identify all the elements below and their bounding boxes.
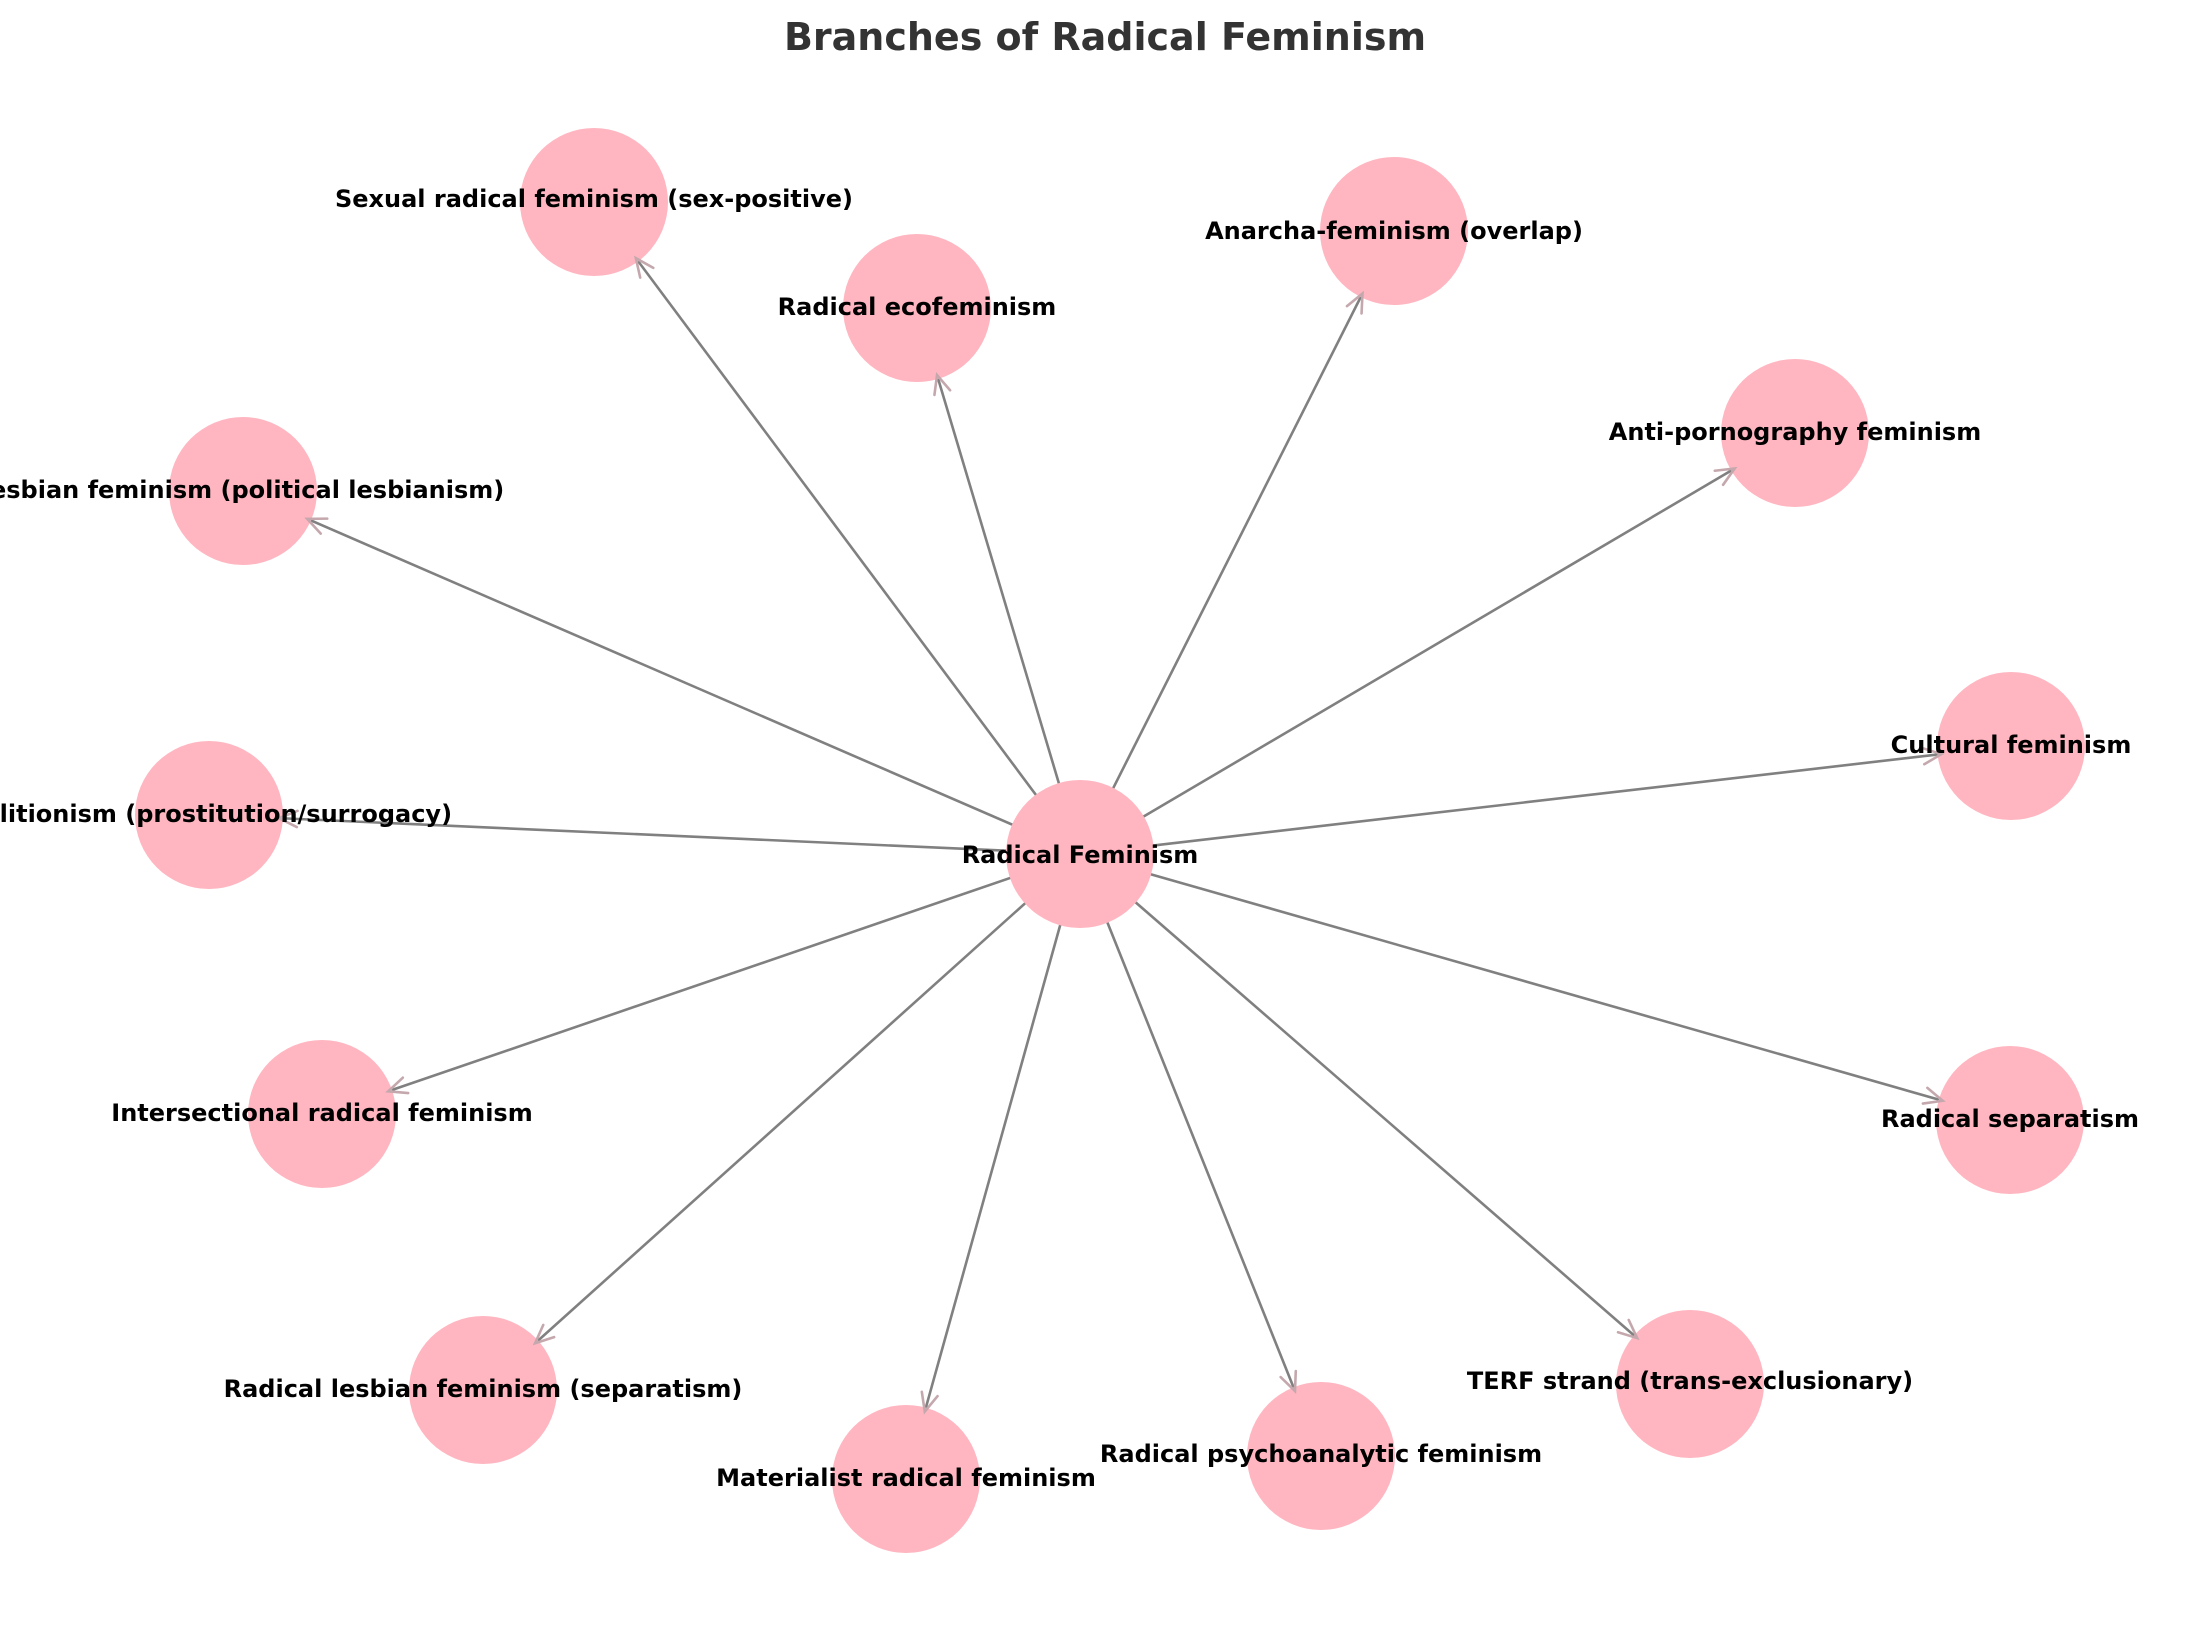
edges-layer xyxy=(278,257,1944,1412)
edge-abolitionism xyxy=(278,816,1013,853)
node-label-sexual-radical: Sexual radical feminism (sex-positive) xyxy=(335,185,853,213)
edge-cultural-feminism xyxy=(1147,752,1942,848)
node-intersectional-radical xyxy=(248,1040,396,1188)
edge-radical-psychoanalytic xyxy=(1104,916,1297,1392)
arrowhead-intersectional-radical xyxy=(385,1076,410,1095)
node-label-abolitionism: bolitionism (prostitution/surrogacy) xyxy=(0,800,452,828)
edge-materialist-radical xyxy=(923,919,1064,1412)
node-label-anarcha-feminism: Anarcha-feminism (overlap) xyxy=(1205,217,1583,245)
node-label-materialist-radical: Materialist radical feminism xyxy=(716,1464,1096,1492)
arrowhead-terf-strand xyxy=(1616,1318,1640,1341)
diagram-title: Branches of Radical Feminism xyxy=(784,15,1426,59)
edge-sexual-radical xyxy=(634,257,1041,801)
node-anti-pornography xyxy=(1721,359,1869,507)
node-label-intersectional-radical: Intersectional radical feminism xyxy=(111,1099,532,1127)
node-anarcha-feminism xyxy=(1320,157,1468,305)
node-radical-ecofeminism xyxy=(843,234,991,382)
node-lesbian-feminism xyxy=(169,417,317,565)
edge-intersectional-radical xyxy=(387,874,1017,1093)
node-cultural-feminism xyxy=(1937,672,2085,820)
arrowhead-materialist-radical xyxy=(920,1390,939,1415)
node-label-anti-pornography: Anti-pornography feminism xyxy=(1609,418,1981,446)
node-label-cultural-feminism: Cultural feminism xyxy=(1891,731,2132,759)
node-radical-psychoanalytic xyxy=(1247,1382,1395,1530)
edge-lesbian-feminism xyxy=(306,517,1019,829)
arrowhead-cultural-feminism xyxy=(1921,746,1945,766)
arrowhead-anarcha-feminism xyxy=(1345,290,1364,315)
node-label-lesbian-feminism: lesbian feminism (political lesbianism) xyxy=(0,476,504,504)
node-materialist-radical xyxy=(832,1405,980,1553)
node-terf-strand xyxy=(1616,1310,1764,1458)
node-label-radical-lesbian-separatism: Radical lesbian feminism (separatism) xyxy=(224,1375,743,1403)
node-radical-lesbian-separatism xyxy=(409,1316,557,1464)
arrowheads-layer xyxy=(275,255,1946,1415)
nodes-layer xyxy=(135,128,2085,1553)
node-label-radical-feminism: Radical Feminism xyxy=(962,841,1199,869)
edge-anarcha-feminism xyxy=(1109,292,1364,794)
arrowhead-radical-lesbian-separatism xyxy=(532,1323,556,1346)
edge-terf-strand xyxy=(1130,897,1639,1340)
arrowhead-radical-ecofeminism xyxy=(933,372,952,397)
edge-anti-pornography xyxy=(1137,467,1736,821)
node-sexual-radical xyxy=(520,128,668,276)
node-label-radical-ecofeminism: Radical ecofeminism xyxy=(778,293,1057,321)
arrowhead-anti-pornography xyxy=(1713,466,1738,487)
node-radical-feminism xyxy=(1006,780,1154,928)
arrowhead-radical-separatism xyxy=(1921,1086,1946,1105)
node-label-terf-strand: TERF strand (trans-exclusionary) xyxy=(1467,1367,1913,1395)
labels-layer: Radical Feminism Sexual radical feminism … xyxy=(0,185,2139,1492)
node-abolitionism xyxy=(135,741,283,889)
arrowhead-abolitionism xyxy=(275,809,299,829)
arrowhead-lesbian-feminism xyxy=(304,517,329,535)
node-radical-separatism xyxy=(1936,1046,2084,1194)
edge-radical-separatism xyxy=(1145,871,1944,1103)
arrowhead-sexual-radical xyxy=(633,255,655,279)
arrowhead-radical-psychoanalytic xyxy=(1279,1369,1298,1394)
node-label-radical-separatism: Radical separatism xyxy=(1881,1105,2139,1133)
edge-radical-ecofeminism xyxy=(935,374,1062,790)
edge-radical-lesbian-separatism xyxy=(534,898,1031,1345)
node-label-radical-psychoanalytic: Radical psychoanalytic feminism xyxy=(1100,1440,1542,1468)
